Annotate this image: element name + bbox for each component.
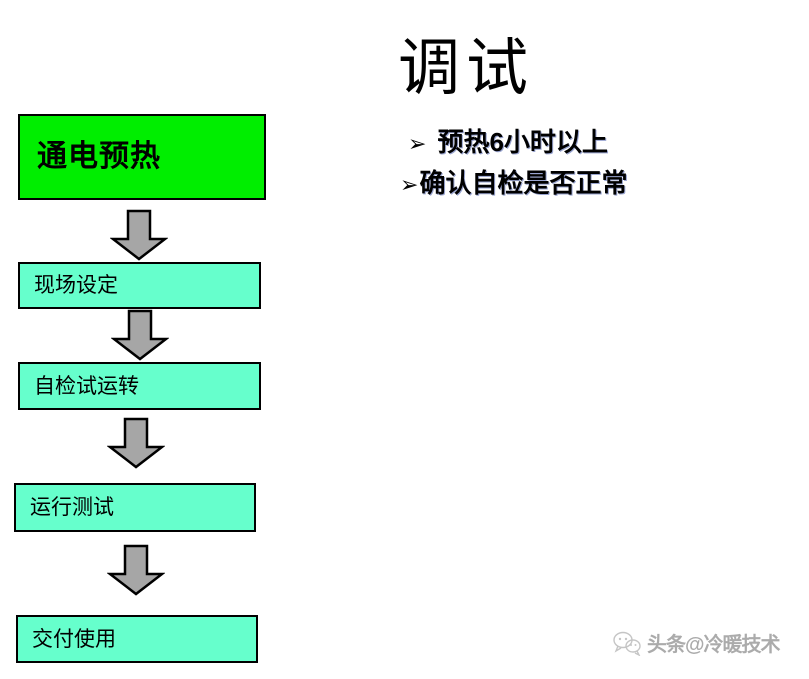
bullet-list: ➢ 预热6小时以上 ➢ 确认自检是否正常 [400, 126, 808, 207]
bullet-item: ➢ 确认自检是否正常 [400, 167, 808, 200]
flowchart-diagram: 通电预热 现场设定 自检试运转 运行测试 交付使用 [0, 0, 300, 679]
bullet-item: ➢ 预热6小时以上 [408, 126, 808, 159]
flow-step-box-3: 自检试运转 [18, 362, 261, 410]
flow-step-box-5: 交付使用 [16, 615, 258, 663]
flow-step-label: 自检试运转 [34, 374, 139, 398]
flow-arrow-down-icon [107, 544, 165, 596]
bullet-arrow-icon: ➢ [408, 131, 427, 156]
bullet-label: 确认自检是否正常 [419, 167, 628, 198]
section-title: 调试 [398, 35, 535, 103]
flow-step-label: 通电预热 [37, 140, 161, 173]
flow-step-label: 运行测试 [30, 496, 114, 519]
wechat-bubbles-icon [612, 630, 642, 656]
flow-arrow-down-icon [107, 417, 165, 469]
watermark: 头条@冷暖技术 [612, 628, 781, 657]
flow-step-label: 现场设定 [34, 274, 118, 297]
content-panel: 调试 ➢ 预热6小时以上 ➢ 确认自检是否正常 [380, 0, 809, 679]
flow-step-box-2: 现场设定 [18, 262, 261, 309]
flow-step-label: 交付使用 [32, 627, 116, 651]
flow-arrow-down-icon [110, 209, 168, 261]
flow-step-box-1: 通电预热 [18, 114, 266, 200]
watermark-label: 头条@冷暖技术 [647, 634, 781, 656]
flow-arrow-down-icon [111, 309, 169, 361]
flow-step-box-4: 运行测试 [14, 483, 256, 532]
bullet-label: 预热6小时以上 [437, 127, 608, 157]
bullet-arrow-icon: ➢ [400, 171, 419, 197]
